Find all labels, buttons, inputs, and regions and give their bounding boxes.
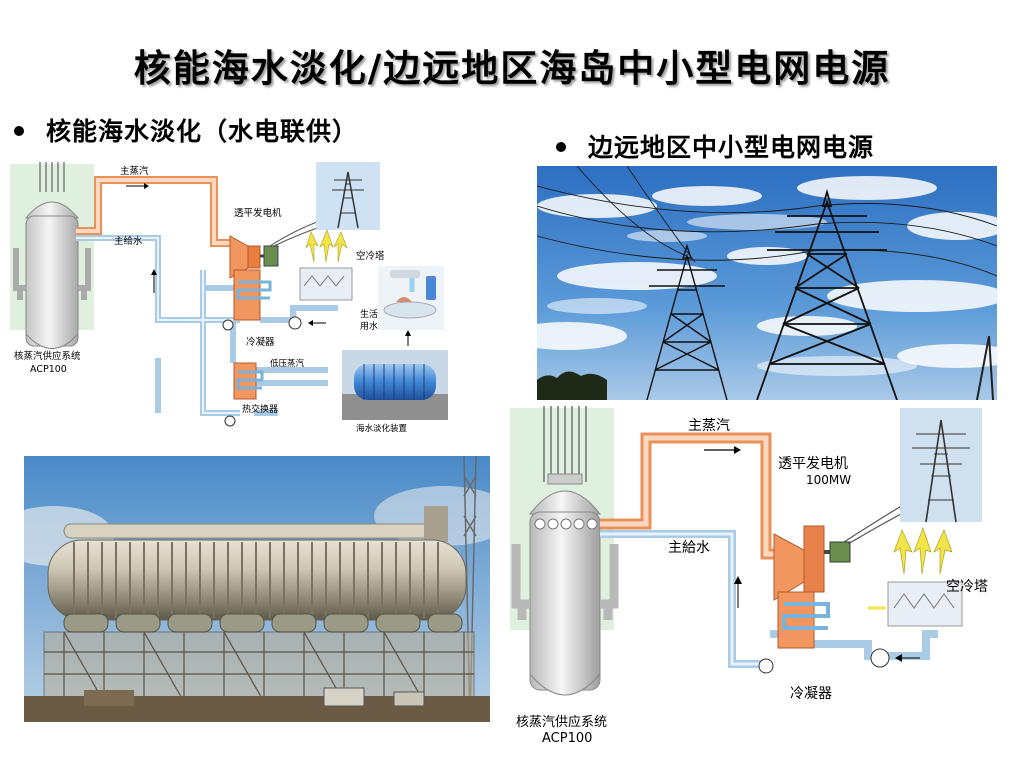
domestic-water-label-1: 生活 (360, 308, 378, 320)
condenser-label: 冷凝器 (246, 336, 275, 348)
condensate-pump (758, 658, 774, 674)
heat-exchanger (233, 362, 264, 400)
condensate-pump (222, 319, 234, 331)
slide-title: 核能海水淡化/边远地区海岛中小型电网电源 (133, 46, 891, 90)
cooling-pump (870, 648, 890, 668)
bullet-desalination-text: 核能海水淡化（水电联供） (46, 117, 359, 146)
reactor-vessel (10, 162, 94, 349)
desalination-unit-thumbnail (342, 350, 448, 420)
main-steam-label: 主蒸汽 (120, 165, 149, 177)
reactor-vessel-large (510, 406, 619, 696)
turbine-generator-label: 透平发电机 (234, 207, 282, 219)
tower-right (756, 188, 898, 400)
desalination-cogeneration-diagram: 核蒸汽供应系统 ACP100 主蒸汽 主给水 透平发电机 (10, 162, 448, 434)
turbine-generator (229, 235, 279, 279)
tower-left (646, 243, 728, 400)
air-cooling-tower-label: 空冷塔 (356, 250, 385, 262)
bullet-dot (556, 141, 566, 152)
header-pipe (63, 523, 435, 539)
air-cooling-tower-label: 空冷塔 (946, 579, 988, 595)
main-feedwater-label: 主給水 (668, 540, 710, 556)
desalination-plant-photo (24, 456, 490, 722)
bullet-remote-grid: 边远地区中小型电网电源 (556, 128, 874, 164)
low-pressure-steam-label: 低压蒸汽 (270, 358, 305, 369)
bullet-dot (14, 125, 24, 136)
clouds (537, 176, 997, 368)
cooling-pump (288, 316, 302, 330)
air-cooling-tower (868, 526, 963, 627)
power-tower-thumbnail (316, 162, 380, 230)
domestic-water-label-2: 用水 (360, 320, 378, 332)
turbine-generator (773, 525, 851, 601)
bullet-desalination: 核能海水淡化（水电联供） (14, 112, 358, 148)
main-feedwater-label: 主给水 (114, 235, 143, 247)
evaporator-shell (47, 539, 467, 621)
condenser (777, 591, 830, 649)
nsss-model: ACP100 (542, 731, 592, 746)
lower-tanks (63, 613, 463, 633)
main-steam-label: 主蒸汽 (688, 418, 730, 434)
transmission-towers-photo (537, 166, 997, 400)
desalination-unit-label: 海水淡化装置 (356, 423, 408, 434)
turbine-power-label: 100MW (806, 473, 851, 487)
power-tower-thumbnail (900, 408, 982, 523)
nsss-model: ACP100 (30, 364, 67, 375)
nsss-label: 核蒸汽供应系统 (14, 350, 81, 362)
bullet-remote-grid-text: 边远地区中小型电网电源 (588, 133, 875, 162)
nsss-label: 核蒸汽供应系统 (516, 714, 607, 730)
domestic-water-thumbnail (378, 266, 444, 330)
condenser (233, 269, 272, 321)
condenser-label: 冷凝器 (790, 686, 832, 702)
power-lines (537, 166, 997, 277)
remote-grid-power-diagram: 核蒸汽供应系统 ACP100 主蒸汽 主給水 透平发电机 100MW 冷凝器 (510, 406, 988, 746)
turbine-generator-label: 透平发电机 (778, 456, 848, 472)
heat-exchanger-label: 热交换器 (242, 403, 278, 415)
feed-pump (224, 415, 236, 427)
air-cooling-tower (299, 229, 353, 301)
